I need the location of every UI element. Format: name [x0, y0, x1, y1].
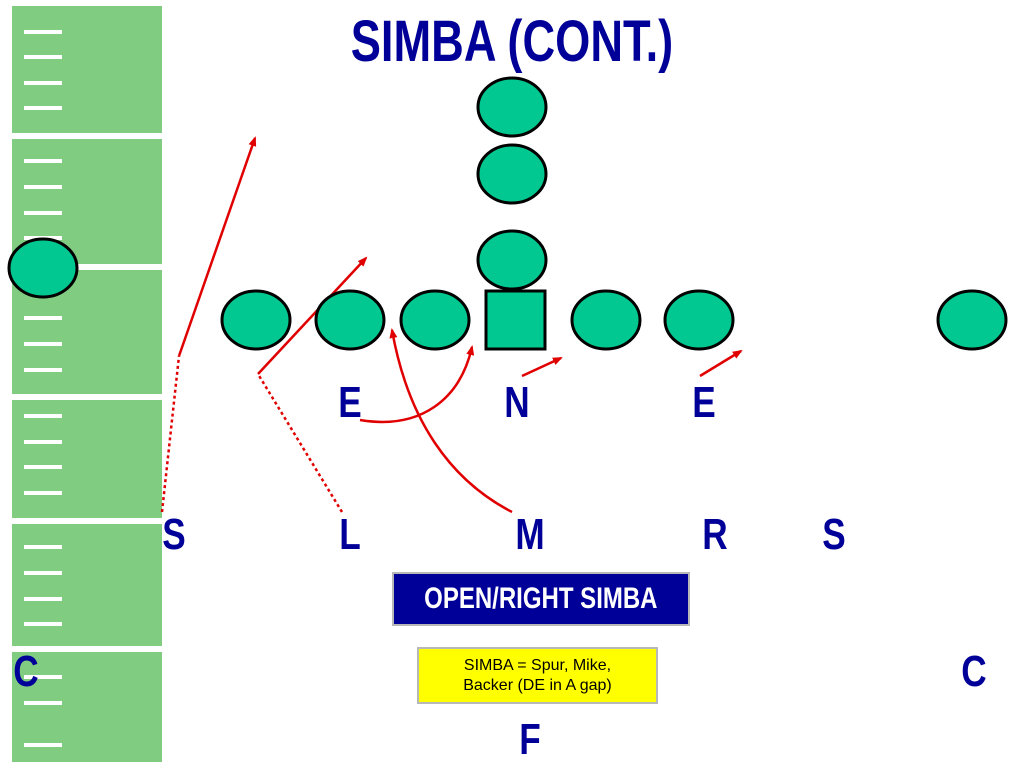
- player-second: [476, 143, 548, 205]
- defender-m: M: [515, 510, 545, 559]
- player-right-1: [570, 289, 642, 351]
- formation-label: OPEN/RIGHT SIMBA: [424, 582, 658, 615]
- field-segment: [12, 400, 162, 518]
- defender-e-right: E: [692, 378, 716, 427]
- route-l-dotted: [256, 373, 344, 513]
- player-backfield: [476, 229, 548, 291]
- player-left-3: [399, 289, 471, 351]
- field-sideline-strip: [12, 6, 162, 762]
- player-top: [476, 76, 548, 138]
- route-s-dotted: [160, 355, 181, 513]
- defender-f: F: [519, 715, 541, 764]
- defender-r: R: [702, 510, 728, 559]
- route-e-left-arrow: [359, 345, 475, 424]
- route-l-arrow: [257, 256, 368, 375]
- field-segment: [12, 6, 162, 133]
- player-center: [484, 289, 547, 351]
- defender-c-left: C: [13, 647, 39, 696]
- defender-l: L: [339, 510, 361, 559]
- player-wide-left: [7, 237, 79, 299]
- route-n-arrow: [521, 356, 563, 378]
- definition-note-box: SIMBA = Spur, Mike, Backer (DE in A gap): [417, 647, 658, 704]
- defender-s-left: S: [162, 510, 186, 559]
- player-wide-right: [936, 289, 1008, 351]
- defender-s-right: S: [822, 510, 846, 559]
- player-left-2: [314, 289, 386, 351]
- routes: [160, 136, 743, 514]
- hash-marks: [24, 30, 62, 747]
- offense-players: [7, 76, 1008, 351]
- formation-label-box: OPEN/RIGHT SIMBA: [392, 572, 690, 626]
- defender-e-left: E: [338, 378, 362, 427]
- player-left-1: [220, 289, 292, 351]
- route-e-right-arrow: [699, 349, 743, 378]
- route-m-arrow: [389, 328, 513, 514]
- route-s-arrow: [177, 136, 257, 357]
- defender-n: N: [504, 378, 530, 427]
- note-line-2: Backer (DE in A gap): [463, 676, 612, 694]
- defender-c-right: C: [961, 647, 987, 696]
- player-right-2: [663, 289, 735, 351]
- note-line-1: SIMBA = Spur, Mike,: [463, 656, 612, 674]
- slide-title: SIMBA (CONT.): [350, 9, 674, 74]
- field-segment: [12, 524, 162, 646]
